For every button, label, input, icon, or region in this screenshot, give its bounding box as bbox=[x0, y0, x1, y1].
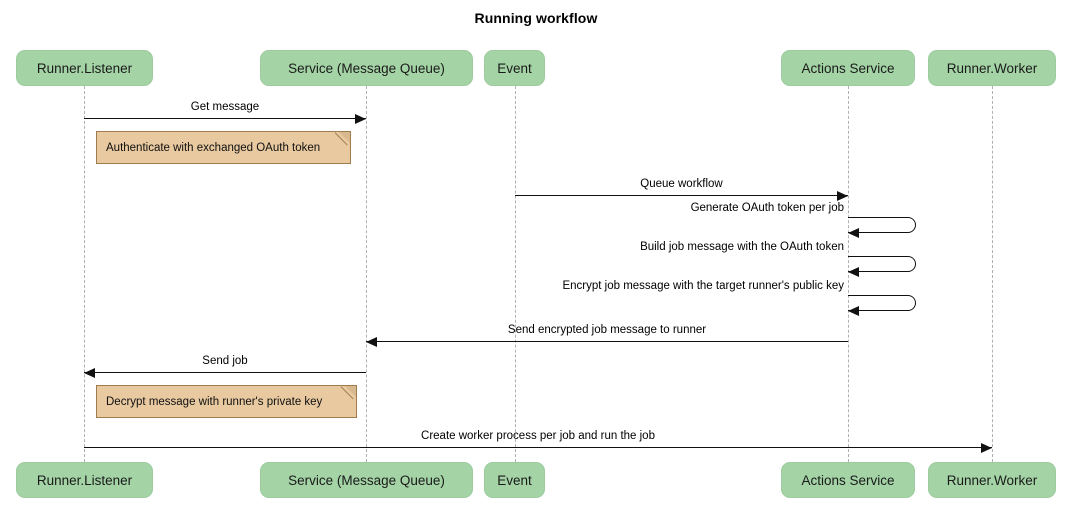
participant-bottom-service-message-queue[interactable]: Service (Message Queue) bbox=[260, 462, 473, 498]
note-decrypt-note: Decrypt message with runner's private ke… bbox=[96, 385, 357, 418]
arrowhead-create-worker-process bbox=[981, 443, 992, 453]
participant-label: Actions Service bbox=[801, 60, 895, 76]
participant-label: Event bbox=[497, 472, 532, 488]
note-authenticate-note: Authenticate with exchanged OAuth token bbox=[96, 131, 351, 164]
message-label-send-job: Send job bbox=[202, 355, 248, 367]
participant-top-runner-worker[interactable]: Runner.Worker bbox=[928, 50, 1056, 86]
participant-label: Runner.Worker bbox=[946, 60, 1038, 76]
message-line-send-encrypted-job-message bbox=[366, 341, 848, 342]
arrowhead-send-job bbox=[84, 368, 95, 378]
participant-label: Service (Message Queue) bbox=[288, 472, 445, 488]
lifeline-service-message-queue bbox=[366, 86, 367, 462]
arrowhead-encrypt-job-message bbox=[848, 306, 859, 316]
self-message-loop-build-job-message bbox=[848, 256, 916, 272]
self-message-loop-generate-oauth-token bbox=[848, 217, 916, 233]
self-message-label-generate-oauth-token: Generate OAuth token per job bbox=[690, 202, 844, 214]
arrowhead-queue-workflow bbox=[837, 191, 848, 201]
note-fold-corner-icon bbox=[345, 386, 356, 397]
lifeline-event bbox=[515, 86, 516, 462]
participant-label: Runner.Listener bbox=[36, 472, 133, 488]
participant-label: Actions Service bbox=[801, 472, 895, 488]
participant-top-actions-service[interactable]: Actions Service bbox=[781, 50, 915, 86]
participant-top-event[interactable]: Event bbox=[484, 50, 545, 86]
self-message-label-encrypt-job-message: Encrypt job message with the target runn… bbox=[562, 280, 844, 292]
participant-bottom-actions-service[interactable]: Actions Service bbox=[781, 462, 915, 498]
participant-label: Runner.Listener bbox=[36, 60, 133, 76]
participant-bottom-runner-listener[interactable]: Runner.Listener bbox=[16, 462, 153, 498]
self-message-loop-encrypt-job-message bbox=[848, 295, 916, 311]
message-line-send-job bbox=[84, 372, 366, 373]
arrowhead-get-message bbox=[355, 114, 366, 124]
message-label-send-encrypted-job-message: Send encrypted job message to runner bbox=[507, 324, 707, 336]
message-line-create-worker-process bbox=[84, 447, 992, 448]
participant-bottom-event[interactable]: Event bbox=[484, 462, 545, 498]
participant-label: Runner.Worker bbox=[946, 472, 1038, 488]
arrowhead-build-job-message bbox=[848, 267, 859, 277]
message-label-get-message: Get message bbox=[190, 101, 260, 113]
participant-bottom-runner-worker[interactable]: Runner.Worker bbox=[928, 462, 1056, 498]
participant-top-service-message-queue[interactable]: Service (Message Queue) bbox=[260, 50, 473, 86]
arrowhead-generate-oauth-token bbox=[848, 228, 859, 238]
arrowhead-send-encrypted-job-message bbox=[366, 337, 377, 347]
participant-label: Service (Message Queue) bbox=[288, 60, 445, 76]
page-title: Running workflow bbox=[474, 10, 598, 26]
note-text: Authenticate with exchanged OAuth token bbox=[106, 141, 321, 154]
message-label-queue-workflow: Queue workflow bbox=[640, 178, 723, 190]
self-message-label-build-job-message: Build job message with the OAuth token bbox=[640, 241, 844, 253]
participant-top-runner-listener[interactable]: Runner.Listener bbox=[16, 50, 153, 86]
lifeline-runner-worker bbox=[992, 86, 993, 462]
message-label-create-worker-process: Create worker process per job and run th… bbox=[421, 430, 655, 442]
note-fold-corner-icon bbox=[339, 132, 350, 143]
message-line-queue-workflow bbox=[515, 195, 848, 196]
lifeline-runner-listener bbox=[84, 86, 85, 462]
note-text: Decrypt message with runner's private ke… bbox=[106, 395, 323, 408]
message-line-get-message bbox=[84, 118, 366, 119]
participant-label: Event bbox=[497, 60, 532, 76]
